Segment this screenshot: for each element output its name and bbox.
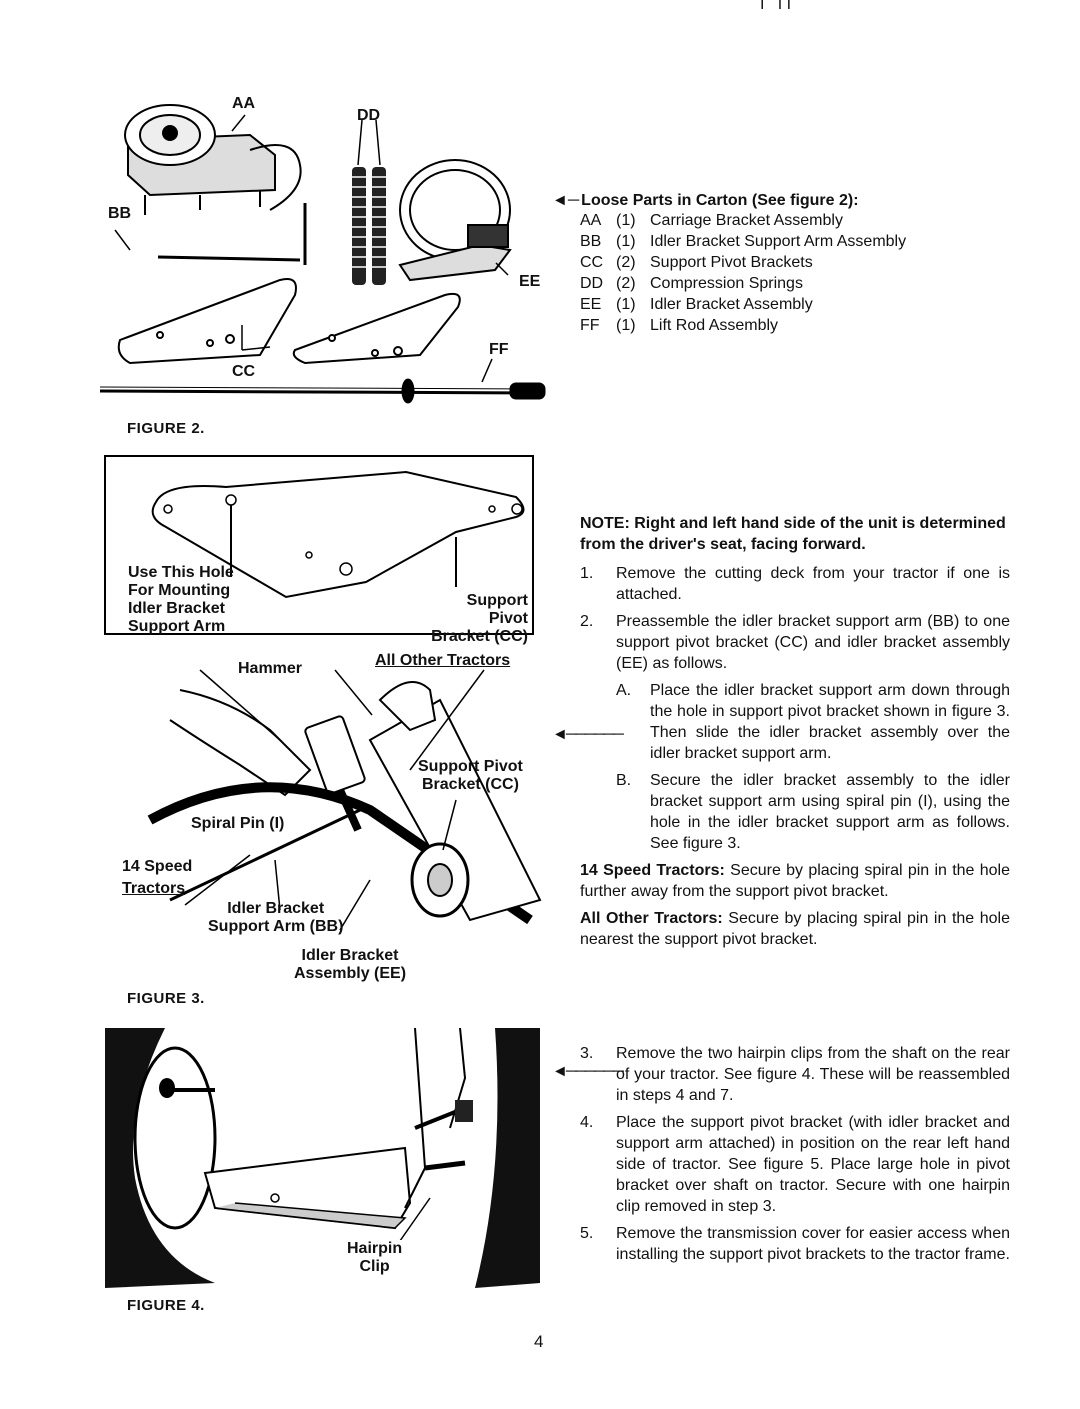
other-tractors-note: All Other Tractors: Secure by placing sp… [580, 910, 1010, 948]
all-other-tractors-label: All Other Tractors [375, 652, 511, 669]
idler-support-arm-label: Idler Bracket Support Arm (BB) [208, 900, 344, 935]
support-pivot-bracket-label: Support Pivot Bracket (CC) [418, 758, 523, 793]
list-item: AA(1)Carriage Bracket Assembly [580, 212, 843, 229]
loose-parts-list: ◄─ Loose Parts in Carton (See figure 2):… [552, 192, 972, 336]
substep-a: A.Place the idler bracket support arm do… [616, 682, 1010, 762]
callout-aa: AA [232, 95, 256, 112]
speed14-note: 14 Speed Tractors: Secure by placing spi… [580, 862, 1010, 900]
figure-4-illustration [105, 1028, 540, 1288]
step-2: 2.Preassemble the idler bracket support … [580, 613, 1010, 672]
list-item: BB(1)Idler Bracket Support Arm Assembly [580, 233, 907, 250]
idler-assembly-label: Idler Bracket Assembly (EE) [294, 947, 407, 982]
note-text: NOTE: Right and left hand side of the un… [580, 515, 1006, 553]
spiral-pin-label: Spiral Pin (I) [191, 815, 285, 832]
step-4: 4.Place the support pivot bracket (with … [580, 1114, 1010, 1215]
step-5: 5.Remove the transmission cover for easi… [580, 1225, 1010, 1263]
figure-4-caption: FIGURE 4. [127, 1297, 205, 1314]
left-arrow-icon: ◄────── [552, 726, 624, 743]
header-marks: I I I [760, 0, 792, 13]
instructions-column: NOTE: Right and left hand side of the un… [580, 513, 1010, 950]
loose-parts-title: Loose Parts in Carton (See figure 2): [581, 192, 859, 209]
callout-dd: DD [357, 107, 381, 124]
hairpin-clip-label: Hairpin Clip [345, 1240, 405, 1276]
callout-ff: FF [489, 341, 509, 358]
left-arrow-icon: ◄─ [552, 192, 580, 209]
left-arrow-icon: ◄────── [552, 1063, 624, 1080]
carriage-bracket-drawing [124, 104, 302, 215]
figure-3-inset-bracket [151, 470, 525, 599]
figure-3-caption: FIGURE 3. [127, 990, 205, 1007]
list-item: EE(1)Idler Bracket Assembly [580, 296, 813, 313]
support-arm-drawing [157, 203, 307, 265]
figure-3-inset-box [104, 455, 534, 635]
list-item: DD(2)Compression Springs [580, 275, 803, 292]
idler-bracket-assembly-drawing [398, 159, 512, 282]
speed14-label: 14 Speed Tractors [122, 858, 193, 897]
callout-ee: EE [519, 273, 541, 290]
list-item: CC(2)Support Pivot Brackets [580, 254, 813, 271]
step-1: 1.Remove the cutting deck from your trac… [580, 565, 1010, 603]
figure-3-hammer-illustration [147, 669, 542, 931]
list-item: FF(1)Lift Rod Assembly [580, 317, 779, 334]
hammer-label: Hammer [238, 660, 303, 677]
figure-2-illustration [100, 104, 546, 404]
instructions-column-lower: 3.Remove the two hairpin clips from the … [580, 1043, 1010, 1271]
callout-bb: BB [108, 205, 132, 222]
figure-2-caption: FIGURE 2. [127, 420, 205, 437]
step-3: 3.Remove the two hairpin clips from the … [580, 1045, 1010, 1104]
support-pivot-brackets-drawing [117, 278, 461, 365]
page-number: 4 [534, 1332, 544, 1351]
callout-cc: CC [232, 363, 256, 380]
substep-b: B.Secure the idler bracket assembly to t… [616, 772, 1010, 852]
inset-left-label: Use This Hole For Mounting Idler Bracket… [128, 564, 234, 635]
inset-right-label: Support Pivot Bracket (CC) [431, 592, 528, 645]
lift-rod-drawing [100, 378, 546, 404]
